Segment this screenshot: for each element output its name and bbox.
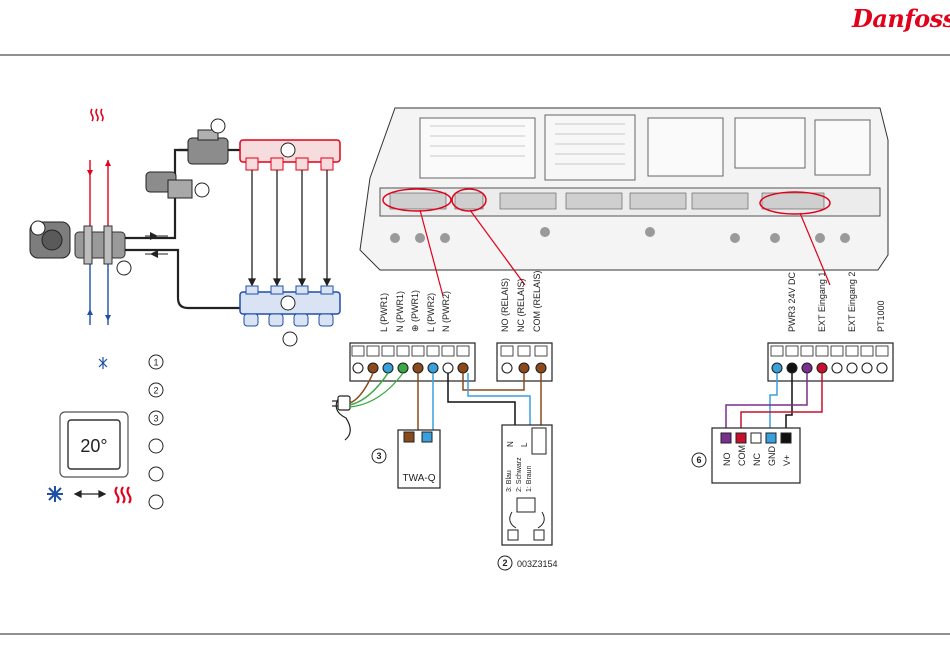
cooling-snowflake-icon — [47, 486, 63, 502]
terminal-label-no-relais: NO (RELAIS) — [500, 278, 510, 332]
callout-3-label: 3 — [376, 451, 381, 461]
legend-item-1: 1 — [153, 358, 158, 368]
ext-terminal-no: NO — [722, 453, 732, 467]
supply-manifold — [240, 140, 340, 170]
thermostat-display: 20° — [80, 436, 107, 456]
valve-actuator-top — [188, 119, 228, 164]
terminal-label-ext2: EXT Eingang 2 — [847, 272, 857, 332]
callout-6-label: 6 — [696, 455, 701, 465]
relay-wire-blue: 3: Blau — [506, 470, 513, 492]
relay-wire-brown: 1: Braun — [526, 465, 533, 492]
terminal-label-pt1000: PT1000 — [876, 300, 886, 332]
return-manifold — [240, 286, 340, 346]
callout-pump — [31, 221, 45, 235]
ext-terminal-nc: NC — [752, 453, 762, 466]
ext-terminal-com: COM — [737, 445, 747, 466]
relay-part-number: 003Z3154 — [517, 559, 558, 569]
callout-2-label: 2 — [502, 558, 507, 568]
terminal-labels-relay: NO (RELAIS) NC (RELAIS) COM (RELAIS) — [500, 270, 542, 332]
terminal-label-com-relais: COM (RELAIS) — [532, 270, 542, 332]
terminal-block-right — [768, 343, 893, 381]
terminal-label-pwr3: PWR3 24V DC — [787, 271, 797, 332]
power-plug — [332, 373, 403, 440]
legend-item-2: 2 — [153, 386, 158, 396]
terminal-label-l-pwr2: L (PWR2) — [426, 293, 436, 332]
terminal-label-ext1: EXT Eingang 1 — [817, 272, 827, 332]
terminal-block-left — [350, 343, 475, 381]
toggle-arrow-icon — [75, 491, 105, 497]
twa-label: TWA-Q — [403, 473, 436, 484]
brand-logo: Danfoss — [852, 4, 942, 38]
legend-circles — [149, 355, 163, 509]
controller-board — [360, 108, 888, 270]
cooling-snowflake-small — [99, 357, 107, 369]
callout-mixer — [117, 261, 131, 275]
manifold-pipes — [125, 150, 245, 308]
terminal-labels-left: L (PWR1) N (PWR1) ⊕ (PWR1) L (PWR2) N (P… — [379, 290, 451, 332]
ext-terminal-vplus: V+ — [782, 455, 792, 466]
wires-ext — [726, 373, 822, 433]
relay-terminal-l: L — [520, 442, 529, 447]
relay-wire-black: 2: Schwarz — [516, 457, 523, 492]
heating-symbol-icon — [116, 487, 131, 503]
terminal-label-n-pwr2: N (PWR2) — [441, 291, 451, 332]
ext-terminal-gnd: GND — [767, 446, 777, 467]
valve-actuator-bottom — [146, 172, 209, 198]
terminal-label-pe-pwr1: ⊕ (PWR1) — [410, 290, 420, 332]
terminal-label-l-pwr1: L (PWR1) — [379, 293, 389, 332]
loop-pipes — [249, 170, 330, 285]
terminal-label-nc-relais: NC (RELAIS) — [516, 278, 526, 332]
relay-terminal-n: N — [506, 441, 515, 447]
legend-item-3: 3 — [153, 414, 158, 424]
terminal-labels-right: PWR3 24V DC EXT Eingang 1 EXT Eingang 2 … — [787, 271, 886, 332]
heating-symbol-top — [91, 109, 103, 121]
terminal-label-n-pwr1: N (PWR1) — [395, 291, 405, 332]
